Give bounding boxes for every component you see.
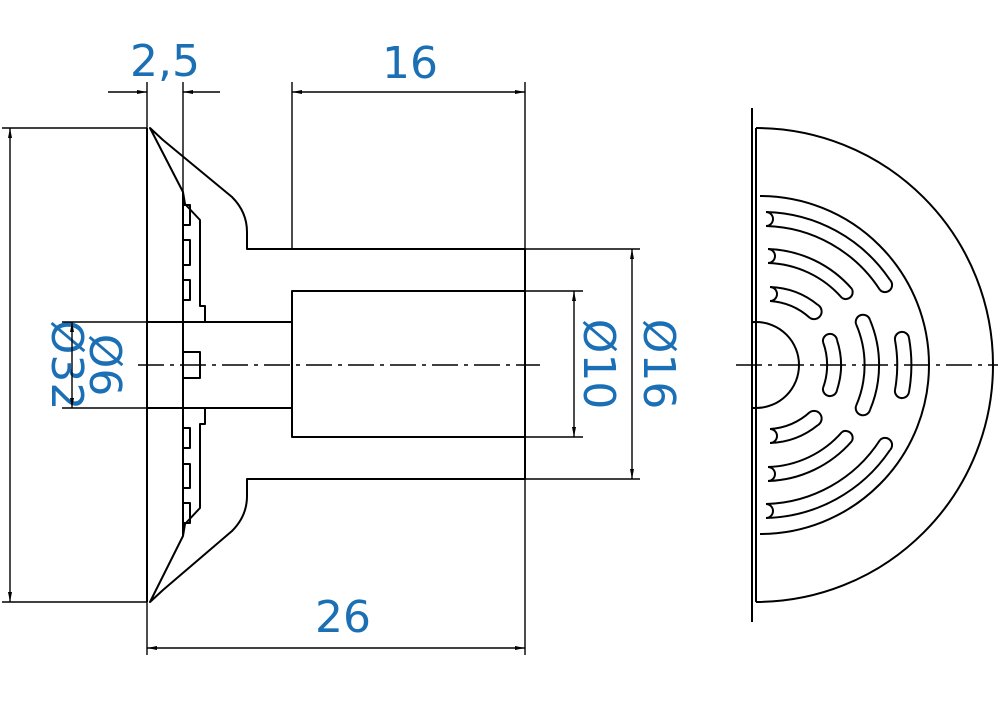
section-hatch-lower xyxy=(149,407,526,603)
side-view xyxy=(736,108,998,622)
dim-sleeve-length: 16 xyxy=(382,38,438,89)
dim-bore-diameter: Ø6 xyxy=(79,334,130,397)
section-hatch-upper xyxy=(149,127,526,323)
flange-steps xyxy=(183,204,201,524)
dim-outer-diameter: Ø32 xyxy=(41,320,92,411)
dim-overall-length: 26 xyxy=(315,592,371,643)
section-view xyxy=(138,127,540,603)
dim-sleeve-outer-diameter: Ø16 xyxy=(633,319,684,410)
dim-flange-thickness: 2,5 xyxy=(130,36,200,87)
dim-sleeve-bore-diameter: Ø10 xyxy=(573,319,624,410)
dimensions: 2,5 16 26 Ø32 Ø6 Ø10 Ø16 xyxy=(2,36,684,655)
